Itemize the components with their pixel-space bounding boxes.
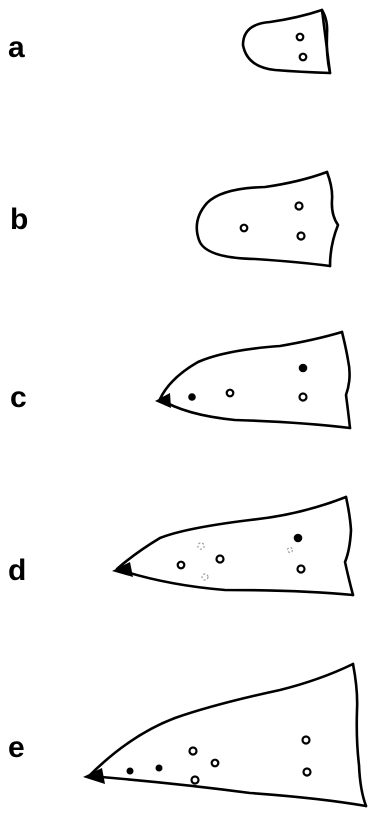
open-marker-c1 — [227, 390, 234, 397]
faint-marker-d1 — [198, 543, 204, 549]
open-marker-d2 — [217, 556, 224, 563]
open-marker-b3 — [298, 233, 305, 240]
open-marker-d3 — [298, 566, 305, 573]
open-marker-e5 — [192, 777, 199, 784]
open-marker-c2 — [300, 394, 307, 401]
faint-marker-d2 — [288, 548, 293, 553]
solid-marker-e2 — [156, 765, 163, 772]
open-marker-a1 — [297, 34, 304, 41]
open-marker-b1 — [296, 203, 303, 210]
solid-marker-c2 — [188, 393, 196, 401]
open-marker-b2 — [241, 225, 248, 232]
open-marker-e3 — [212, 760, 219, 767]
outline-d — [112, 497, 353, 595]
outline-e — [83, 664, 366, 806]
open-marker-e4 — [304, 769, 311, 776]
open-marker-e1 — [303, 737, 310, 744]
solid-marker-e1 — [127, 768, 134, 775]
open-marker-e2 — [190, 748, 197, 755]
open-marker-a2 — [300, 54, 307, 61]
solid-marker-d1 — [294, 534, 303, 543]
outline-a — [243, 10, 330, 73]
faint-marker-d3 — [202, 574, 208, 580]
open-marker-d1 — [178, 562, 185, 569]
outline-b — [197, 172, 338, 266]
outline-c — [155, 332, 350, 428]
solid-marker-c1 — [299, 364, 308, 373]
